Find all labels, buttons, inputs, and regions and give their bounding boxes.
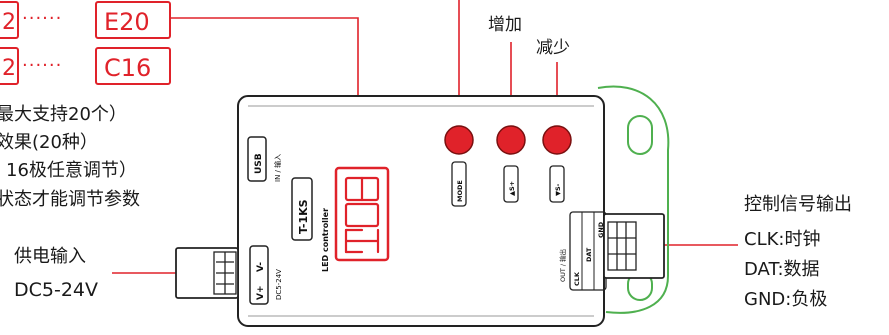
label-decrease: 减少 (536, 38, 570, 58)
display-panel-top-left (0, 1, 19, 39)
splus-label: ▲S+ (508, 181, 516, 196)
mode-button[interactable] (444, 125, 474, 155)
vplus-label: V+ (256, 285, 266, 300)
segment-display (334, 166, 390, 262)
display-bottom-right-text: C16 (104, 54, 151, 82)
sminus-label: ▼S- (554, 183, 562, 196)
usb-sub-label: IN / 输入 (273, 154, 282, 182)
segment-display-value: 803 (0, 0, 2, 1)
signal-gnd: GND:负极 (744, 289, 827, 310)
display-panel-bottom-right (95, 47, 171, 85)
power-label-box (249, 245, 269, 305)
signal-dat: DAT:数据 (744, 259, 820, 280)
port-dat-label: DAT (585, 247, 593, 262)
power-input-value: DC5-24V (14, 279, 98, 301)
segment-digits (344, 176, 380, 254)
label-increase: 增加 (488, 15, 522, 35)
model-box (291, 177, 313, 241)
display-dots-top: ······ (22, 8, 62, 29)
vminus-label: V- (256, 262, 266, 272)
speed-minus-button[interactable] (542, 125, 572, 155)
left-note-1: 最大支持20个） (0, 104, 127, 125)
signal-connector[interactable] (603, 213, 665, 279)
left-note-4: 状态才能调节参数 (0, 189, 140, 210)
sminus-label-box (549, 165, 565, 203)
mode-label-box (451, 161, 467, 207)
usb-label: USB (254, 153, 264, 174)
display-panel-top-right (95, 1, 171, 39)
mode-label: MODE (456, 180, 464, 202)
port-gnd-label: GND (597, 221, 605, 238)
out-label: OUT / 输出 (558, 249, 567, 282)
display-top-right-text: E20 (104, 8, 150, 36)
usb-box (247, 136, 267, 182)
left-note-3: 16极任意调节） (6, 160, 137, 181)
display-dots-bottom: ······ (22, 55, 62, 76)
brand-label: LED controller (321, 208, 330, 272)
left-note-2: 效果(20种） (0, 132, 98, 153)
display-bottom-left-text: 2 (2, 56, 16, 81)
mount-bracket-right (597, 85, 670, 314)
dc-range-label: DC5-24V (275, 269, 283, 300)
power-connector[interactable] (175, 247, 239, 299)
signal-clk: CLK:时钟 (744, 229, 820, 250)
mount-hole-top (627, 115, 653, 155)
model-label: T-1KS (297, 199, 310, 234)
signal-title: 控制信号输出 (744, 194, 852, 215)
port-clk-label: CLK (573, 271, 581, 286)
display-panel-bottom-left (0, 47, 19, 85)
power-input-title: 供电输入 (14, 246, 86, 267)
speed-plus-button[interactable] (496, 125, 526, 155)
splus-label-box (503, 165, 519, 203)
display-top-left-text: 2 (2, 10, 16, 35)
